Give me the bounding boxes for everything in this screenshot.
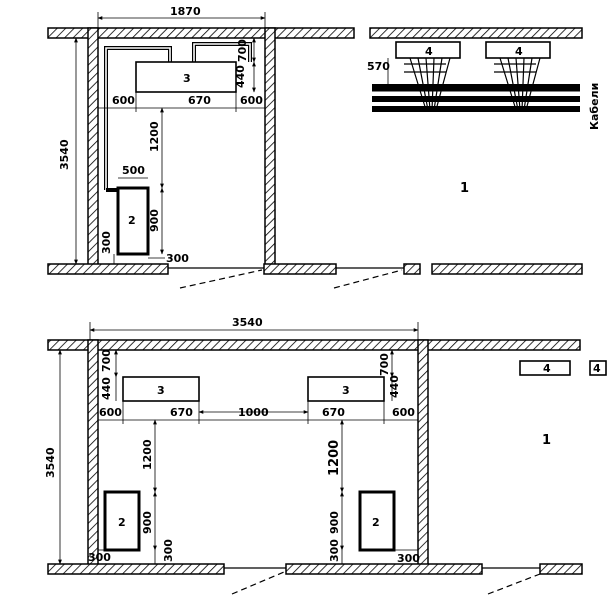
top-plan-lower-wall-a [47,263,169,275]
bus-label-right: 4 [515,45,523,58]
door-swing-4 [487,573,541,595]
section-view: 4 4 570 Кабели [367,41,601,130]
dim-3540-height: 3540 [44,447,57,478]
dim-1200-right: 1200 [327,440,342,476]
cabinet-label: 2 [128,214,136,227]
dim-570: 570 [367,60,390,73]
transformer-3 [135,61,237,93]
door-swing-2 [333,269,403,289]
bottom-plan: 3 3 2 2 4 4 3540 3540 700 440 700 440 [44,316,607,595]
cable-fan-right [494,57,541,111]
dim-1870: 1870 [170,5,201,18]
dim-300-left-a: 300 [88,551,111,564]
room-label-top: 1 [460,181,469,196]
dim-3540-top: 3540 [58,139,71,170]
top-plan-upper-wall-right [369,27,583,39]
dim-440-right: 440 [388,375,401,398]
cabinet-label-left: 2 [118,516,126,529]
bottom-plan-lower-wall-a [47,563,225,575]
dim-670-right: 670 [322,406,345,419]
cable-tray-2 [372,96,580,102]
dim-670-top: 670 [188,94,211,107]
bottom-plan-upper-wall [47,339,581,351]
busbar-box-a [519,360,571,376]
dim-1200-left: 1200 [141,439,154,470]
door-swing-1 [179,269,263,289]
dim-900-top: 900 [148,209,161,232]
dim-700-right: 700 [378,353,391,376]
cabinet-2-left [103,490,141,552]
dim-440-left: 440 [100,377,113,400]
busbar-box-left [395,41,461,59]
transformer-label: 3 [183,72,191,85]
cables-label: Кабели [588,83,601,130]
bottom-plan-partition-wall [417,339,429,567]
bottom-plan-lower-wall-b [285,563,483,575]
bottom-plan-lower-wall-c [539,563,583,575]
dim-1000: 1000 [238,406,269,419]
top-plan-lower-wall-c [403,263,421,275]
cable-fan-left [404,57,451,111]
dim-600-left-top: 600 [112,94,135,107]
dim-900-left: 900 [141,511,154,534]
transformer-3-right [307,376,385,402]
dim-300-left-top: 300 [100,231,113,254]
dim-300-right-a: 300 [328,539,341,562]
dim-900-right: 900 [328,511,341,534]
door-swing-3 [231,571,285,595]
busbar-box-right [485,41,551,59]
dim-600-right-top: 600 [240,94,263,107]
dim-3540-width: 3540 [232,316,263,329]
dim-300-right-top: 300 [166,252,189,265]
room-label-bottom: 1 [542,433,551,448]
dim-500-top: 500 [122,164,145,177]
transformer-label-left: 3 [157,384,165,397]
cabinet-2-right [358,490,396,552]
cabinet-2 [116,186,150,256]
dim-300-left-b: 300 [162,539,175,562]
dim-700-left: 700 [100,349,113,372]
busbar-box-b [589,360,607,376]
dim-440-top: 440 [234,65,247,88]
top-plan-lower-wall-d [431,263,583,275]
top-plan-partition-wall [264,27,276,273]
cabinet-label-right: 2 [372,516,380,529]
bus-label-a: 4 [543,362,551,375]
dim-670-left: 670 [170,406,193,419]
transformer-label-right: 3 [342,384,350,397]
top-plan-lower-wall-b [263,263,337,275]
bus-label-left: 4 [425,45,433,58]
dim-300-right-b: 300 [397,552,420,565]
cable-tray-1 [372,84,580,92]
transformer-3-left [122,376,200,402]
cable-tray-3 [372,106,580,112]
top-plan-upper-wall [47,27,355,39]
bottom-plan-left-wall [87,339,99,567]
dim-1200-top: 1200 [148,121,161,152]
dim-700-top: 700 [236,39,249,62]
bus-label-b: 4 [593,362,601,375]
dim-600-right: 600 [392,406,415,419]
dim-600-left: 600 [99,406,122,419]
top-plan-left-wall [87,27,99,273]
top-plan: 3 2 1870 3540 700 440 600 670 600 1200 5… [47,5,583,289]
